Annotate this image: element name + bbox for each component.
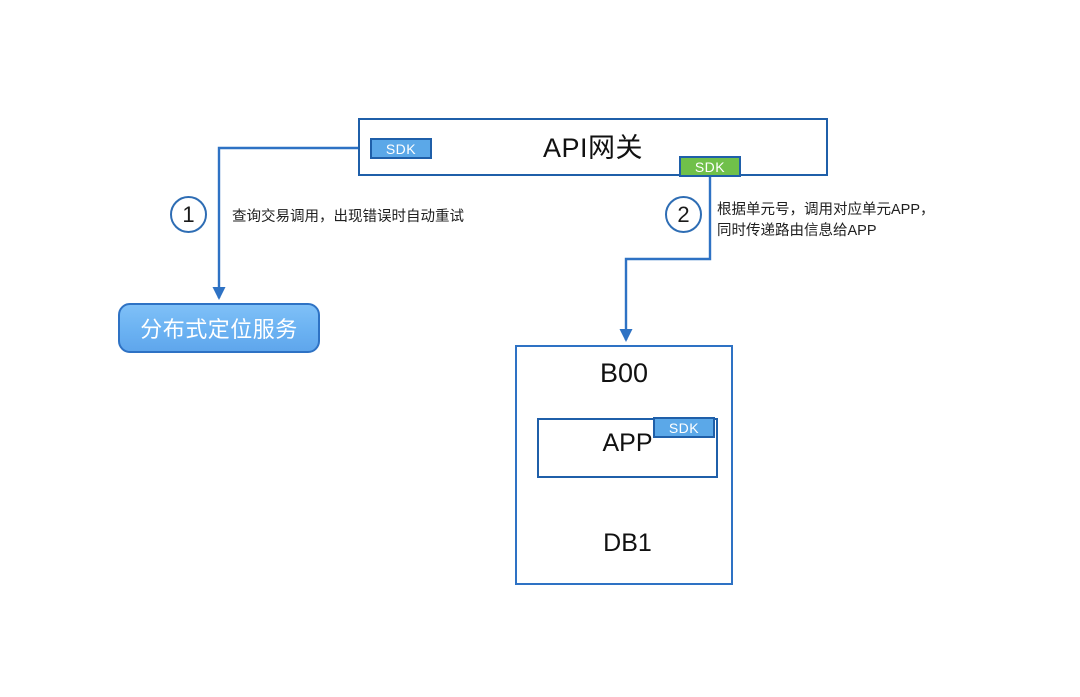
step-annotation-1: 查询交易调用，出现错误时自动重试 (232, 209, 464, 225)
app-box (537, 418, 718, 478)
sdk-badge-app: SDK (653, 417, 715, 438)
step-annotation-2: 根据单元号，调用对应单元APP， 同时传递路由信息给APP (717, 200, 935, 242)
database-db1-label: DB1 (603, 529, 652, 557)
step-annotation-2-line2: 同时传递路由信息给APP (717, 223, 877, 240)
app-label: APP (602, 429, 653, 457)
connector-gateway-to-unit (619, 177, 712, 342)
sdk-badge-gateway-left: SDK (370, 138, 432, 159)
sdk-badge-gateway-bottom: SDK (679, 156, 741, 177)
step-marker-1: 1 (170, 196, 207, 233)
api-gateway-box (358, 118, 828, 176)
api-gateway-label: API网关 (542, 133, 644, 163)
step-marker-2: 2 (665, 196, 702, 233)
connector-gateway-to-locator (212, 146, 368, 300)
step-annotation-2-line1: 根据单元号，调用对应单元APP， (717, 202, 935, 218)
distributed-locator-service-box: 分布式定位服务 (118, 303, 320, 353)
unit-b00-label: B00 (599, 358, 649, 388)
